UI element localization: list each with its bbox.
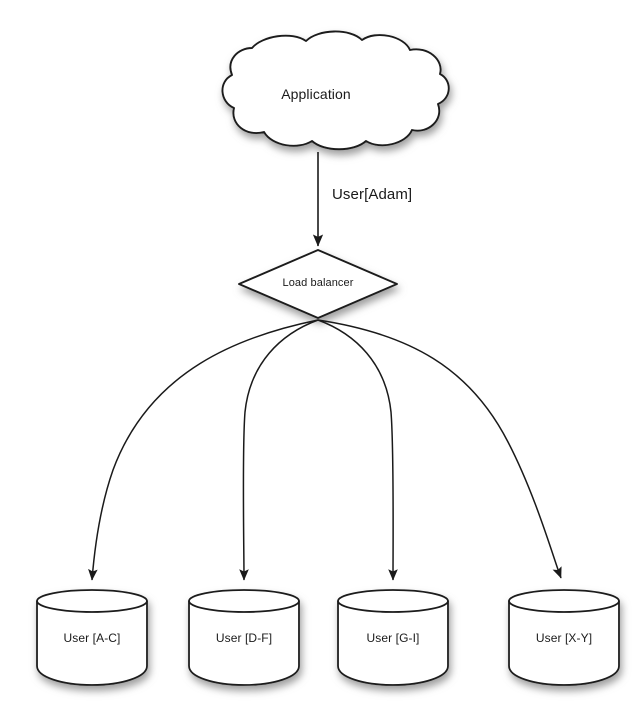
cylinder-shape-db-4[interactable] (508, 589, 620, 686)
edge-load-balancer-to-db-3 (317, 319, 398, 581)
cloud-shape-application[interactable] (221, 30, 450, 151)
cylinder-label-db-4: User [X-Y] (535, 631, 593, 645)
cylinder-shape-db-1[interactable] (36, 589, 148, 686)
edge-load-balancer-to-db-1 (88, 319, 319, 581)
cylinder-label-db-1: User [A-C] (63, 631, 121, 645)
cloud-label-application: Application (281, 86, 351, 102)
edge-load-balancer-to-db-4 (317, 319, 562, 579)
diamond-label-load-balancer: Load balancer (282, 277, 354, 289)
cylinder-label-db-2: User [D-F] (215, 631, 273, 645)
cylinder-shape-db-3[interactable] (337, 589, 449, 686)
cylinder-label-db-3: User [G-I] (366, 631, 420, 645)
diamond-shape-load-balancer[interactable] (238, 249, 398, 319)
cylinder-shape-db-2[interactable] (188, 589, 300, 686)
edge-load-balancer-to-db-2 (239, 319, 319, 581)
edge-label-user-adam: User[Adam] (332, 186, 413, 203)
